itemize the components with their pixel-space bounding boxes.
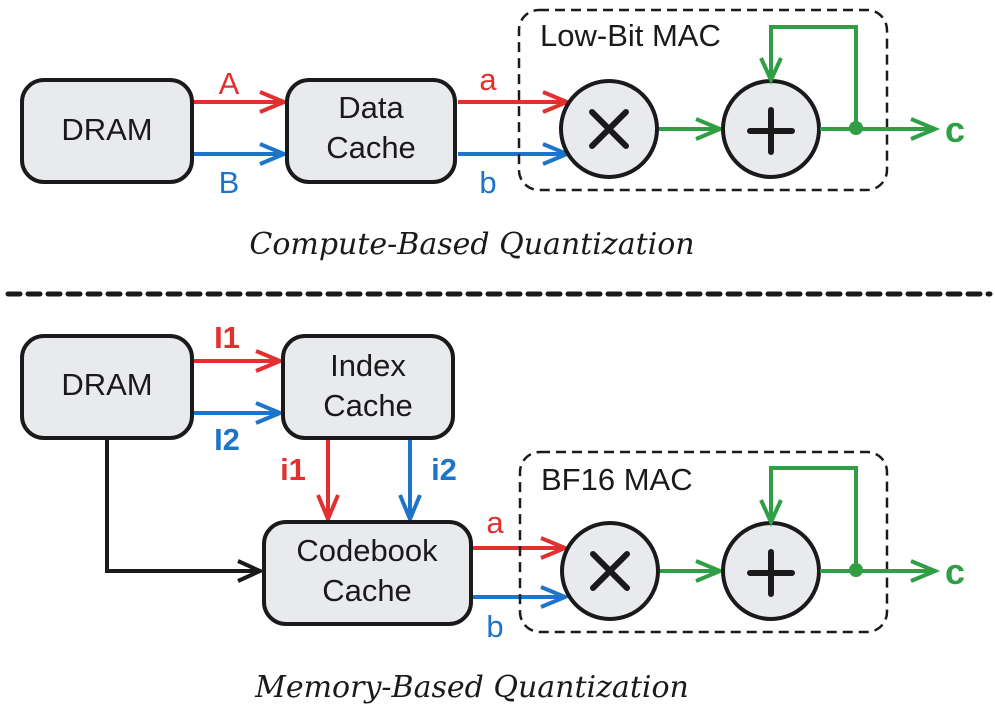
arrow-I2-label: I2	[214, 422, 240, 457]
bottom-section: DRAM I1 I2 Index Cache i1 i2	[20, 320, 965, 705]
low-bit-mac-box: Low-Bit MAC	[517, 8, 889, 192]
bottom-dram-box: DRAM	[20, 334, 194, 440]
top-caption: Compute-Based Quantization	[249, 227, 694, 262]
data-cache-box: Data Cache	[285, 78, 457, 184]
top-output-label: c	[945, 109, 965, 150]
arrow-B: B	[194, 142, 290, 200]
low-bit-mac-label: Low-Bit MAC	[540, 18, 721, 53]
index-cache-box: Index Cache	[281, 334, 455, 440]
top-arrow-a: a	[458, 62, 573, 114]
arrow-I1: I1	[194, 320, 286, 373]
bottom-multiply-node	[560, 521, 660, 621]
arrow-i2-label: i2	[431, 452, 457, 487]
codebook-cache-label-line1: Codebook	[296, 533, 438, 568]
add-node	[721, 79, 821, 179]
top-arrow-b-label: b	[479, 165, 496, 200]
bottom-output-arrow: c	[820, 551, 965, 592]
bf16-mac-box: BF16 MAC	[518, 450, 889, 634]
top-dram-box: DRAM	[20, 78, 194, 184]
arrow-i2: i2	[398, 440, 457, 525]
mult-to-add-arrow	[659, 117, 726, 141]
bottom-mult-to-add-arrow	[660, 559, 726, 583]
top-section: DRAM A B Data Cache a b	[20, 8, 965, 262]
arrow-I2: I2	[194, 401, 286, 457]
multiply-icon	[590, 551, 630, 591]
bottom-arrow-b-label: b	[486, 609, 503, 644]
arrow-i1-label: i1	[280, 452, 306, 487]
multiply-node	[559, 79, 659, 179]
plus-icon	[747, 549, 795, 597]
arrow-A-label: A	[219, 66, 240, 101]
bottom-arrow-a-label: a	[486, 505, 504, 540]
bottom-dram-label: DRAM	[61, 367, 152, 402]
index-cache-label-line1: Index	[330, 348, 406, 383]
arrow-A: A	[194, 66, 290, 114]
bottom-add-node	[721, 521, 821, 621]
bottom-output-label: c	[945, 551, 965, 592]
index-cache-label-line2: Cache	[323, 388, 413, 423]
top-arrow-a-label: a	[479, 62, 497, 97]
data-cache-label-line2: Cache	[326, 130, 416, 165]
bf16-mac-label: BF16 MAC	[541, 462, 693, 497]
plus-icon	[747, 107, 795, 155]
arrow-B-label: B	[219, 165, 240, 200]
arrow-I1-label: I1	[214, 320, 240, 355]
top-output-arrow: c	[820, 109, 965, 150]
top-dram-label: DRAM	[61, 112, 152, 147]
multiply-icon	[589, 109, 629, 149]
data-cache-label-line1: Data	[338, 90, 404, 125]
top-arrow-b: b	[458, 142, 573, 200]
bottom-caption: Memory-Based Quantization	[254, 670, 689, 705]
codebook-cache-box: Codebook Cache	[262, 520, 473, 626]
arrow-i1: i1	[280, 440, 340, 525]
dram-to-codebook-arrow	[105, 440, 265, 583]
codebook-cache-label-line2: Cache	[322, 573, 412, 608]
